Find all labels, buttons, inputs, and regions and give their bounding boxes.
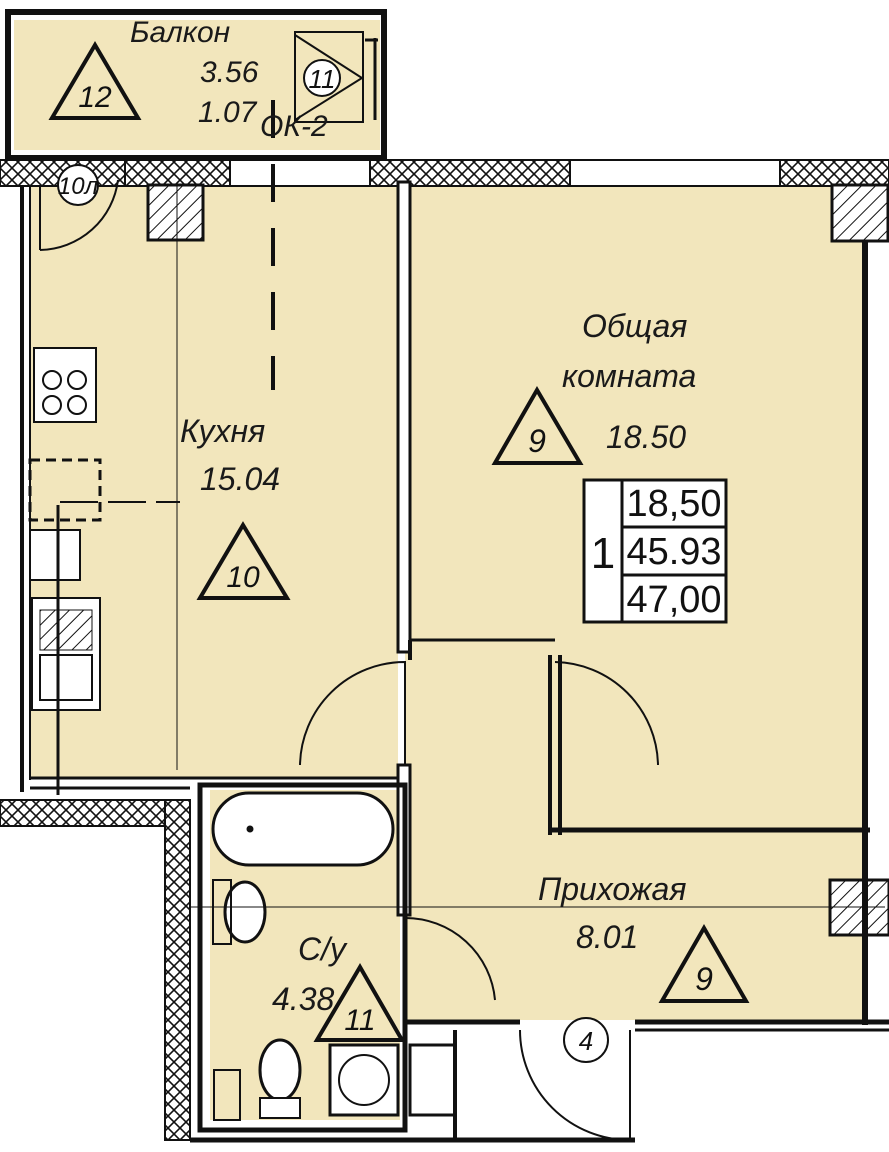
toilet-tank <box>259 1097 301 1119</box>
axis-lines <box>56 100 885 908</box>
room-labels: Балкон 3.56 1.07 ОК-2 Кухня 15.04 Общая … <box>130 16 696 1017</box>
door-arc-entry <box>519 1029 631 1142</box>
living-marker-triangle-icon <box>491 386 584 465</box>
sink-bowl <box>39 654 93 701</box>
circle-marker-labels: 11 10л 4 <box>58 64 593 1056</box>
total-with-balcony-value: 47,00 <box>626 579 721 621</box>
apartment-summary: 1 18,50 45.93 47,00 <box>582 478 728 624</box>
room-fills <box>14 20 865 1120</box>
door-marker: 10л <box>58 173 99 200</box>
door-arc-bath <box>404 916 496 1001</box>
living-area-value: 18,50 <box>626 483 721 525</box>
walls <box>0 9 889 1143</box>
window-top-left <box>229 159 371 187</box>
balcony-marker-triangle-icon <box>48 41 142 120</box>
bath-marker-triangle-icon <box>313 963 406 1042</box>
bath-outer <box>197 782 408 1133</box>
living-marker: 9 <box>528 423 546 459</box>
bath-left-wall <box>164 799 191 1141</box>
hall-area: 8.01 <box>576 919 638 955</box>
fixtures <box>28 31 400 1121</box>
sink-drainer <box>39 609 93 651</box>
hall-marker: 9 <box>695 961 713 997</box>
column-right <box>830 183 889 243</box>
summary-box <box>582 478 728 624</box>
bath-name: С/у <box>298 931 348 967</box>
triangle-markers <box>48 33 750 1042</box>
hall-name: Прихожая <box>538 871 686 907</box>
hall-corridor-fill <box>405 900 525 1020</box>
balcony-area: 3.56 <box>200 56 259 89</box>
triangle-marker-labels: 12 10 9 9 11 <box>78 81 713 1037</box>
washing-machine <box>328 1043 400 1117</box>
kitchen-marker: 10 <box>226 561 260 594</box>
hall-marker-triangle-icon <box>658 923 750 1003</box>
drain-icon <box>246 825 254 833</box>
kitchen-name: Кухня <box>180 413 265 449</box>
entry-marker: 4 <box>579 1026 593 1056</box>
partition-kitchen-living <box>396 180 412 654</box>
window-marker-circle-icon <box>303 59 341 97</box>
entry-marker-circle-icon <box>563 1017 609 1063</box>
exterior-wall-top-right <box>779 159 889 187</box>
door-marker-circle-icon <box>57 164 99 206</box>
burner-icon <box>42 370 62 390</box>
small-cabinet <box>213 1069 241 1121</box>
kitchen-area: 15.04 <box>200 461 280 497</box>
bath-area: 4.38 <box>272 981 334 1017</box>
window-top-right <box>569 159 781 187</box>
exterior-wall-top-mid <box>124 159 231 187</box>
balcony-outline <box>5 9 387 161</box>
door-arc-kitchen-living <box>299 660 406 766</box>
balcony-coef-area: 1.07 <box>198 96 258 129</box>
balcony-marker: 12 <box>78 81 112 114</box>
door-arc-living <box>554 661 659 766</box>
washbasin <box>223 880 267 944</box>
washbasin-edge <box>212 879 232 945</box>
window-marker-triangle-icon <box>294 33 364 122</box>
burner-icon <box>67 395 87 415</box>
kitchen-marker-triangle-icon <box>196 521 291 600</box>
burner-icon <box>67 370 87 390</box>
total-area-value: 45.93 <box>626 531 721 573</box>
toilet <box>258 1038 302 1102</box>
bathtub <box>211 791 395 867</box>
washing-machine-drum-icon <box>338 1054 390 1106</box>
column-left <box>146 183 205 242</box>
window-marker: 11 <box>309 64 336 94</box>
door-arc-balcony <box>39 179 119 251</box>
rooms-count: 1 <box>591 529 615 578</box>
door-swings <box>39 179 659 1142</box>
bath-marker: 11 <box>344 1004 375 1037</box>
balcony-name: Балкон <box>130 16 230 49</box>
bath-top-wall <box>0 799 191 827</box>
living-area: 18.50 <box>606 419 686 455</box>
circle-markers <box>57 59 609 1063</box>
fridge <box>29 529 81 581</box>
burner-icon <box>42 395 62 415</box>
stove <box>33 347 97 423</box>
living-name-line2: комната <box>562 358 696 394</box>
cabinet <box>28 458 102 522</box>
living-name-line1: Общая <box>582 308 687 344</box>
shaft <box>408 1043 457 1117</box>
